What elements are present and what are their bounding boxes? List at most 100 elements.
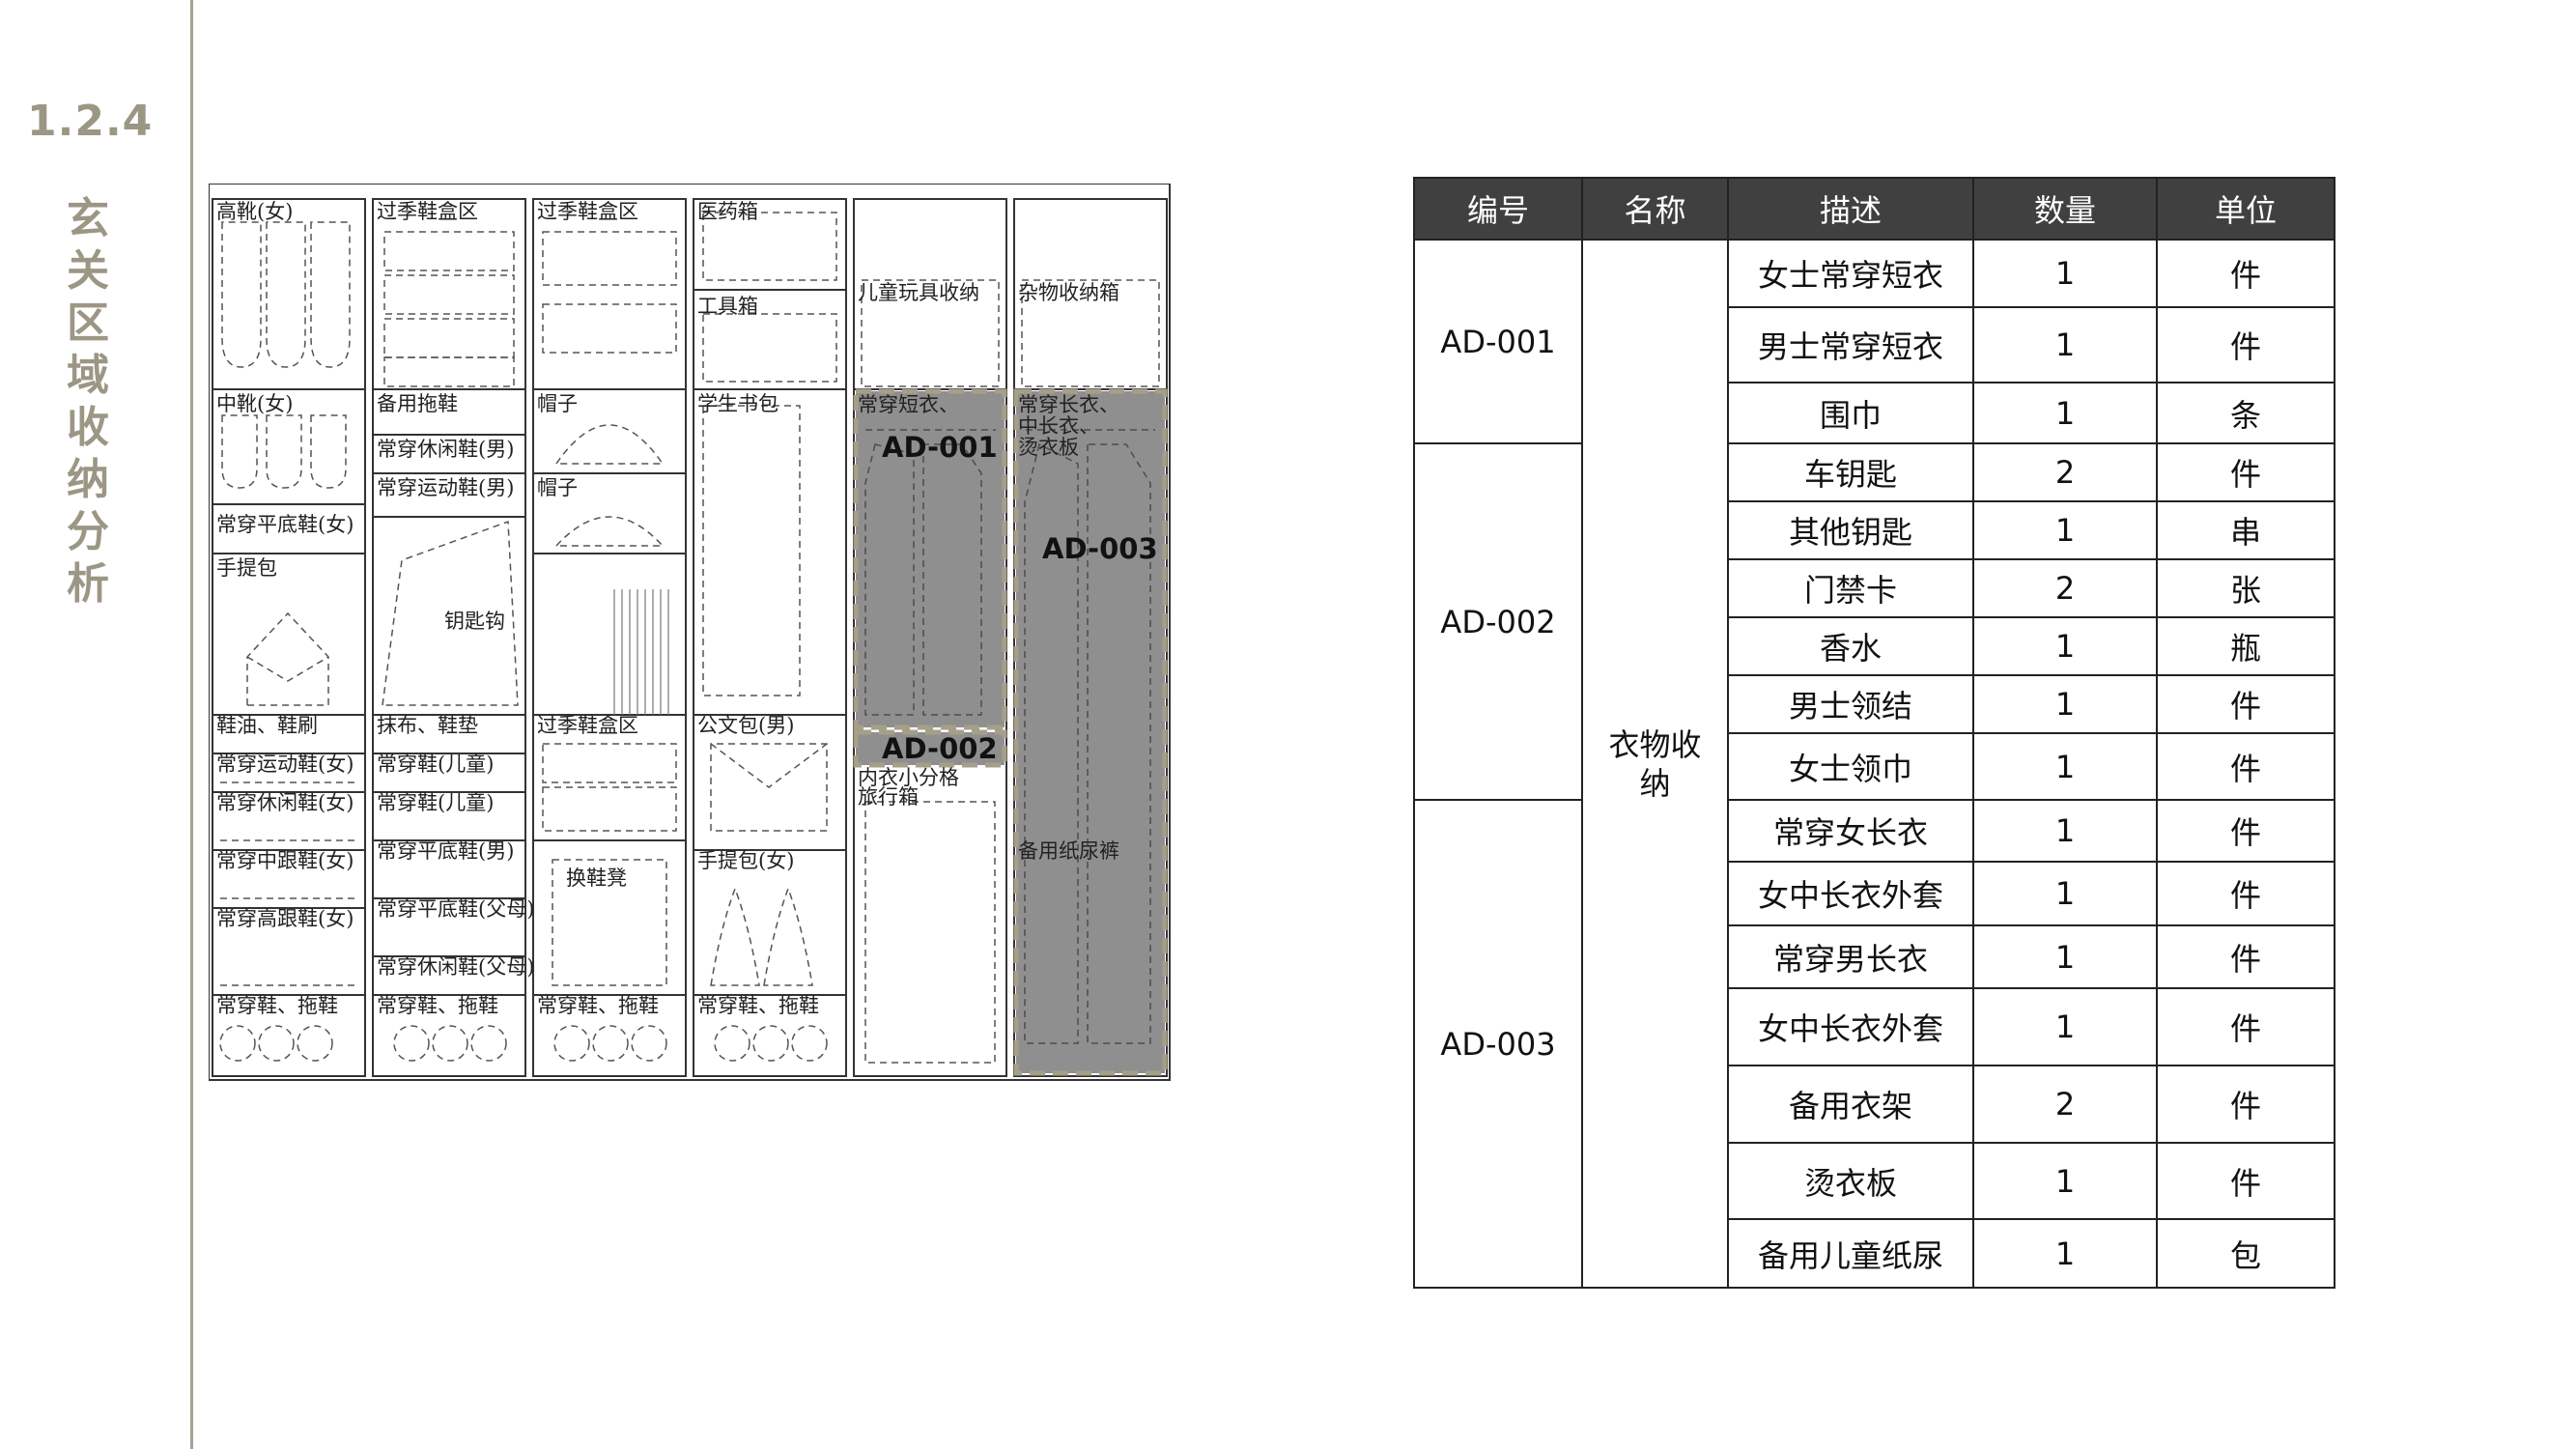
title-char: 分: [67, 507, 109, 556]
desc-cell: 男士常穿短衣: [1727, 306, 1974, 384]
unit-cell: 件: [2156, 1065, 2335, 1144]
qty-cell: 1: [1972, 732, 2158, 801]
desc-cell: 备用儿童纸尿: [1727, 1218, 1974, 1289]
drawing-label: 常穿休闲鞋(女): [216, 791, 354, 814]
table-row: AD-001 衣物收纳 女士常穿短衣 1 件: [1413, 239, 2335, 1289]
desc-cell: 其他钥匙: [1727, 500, 1974, 560]
drawing-label: 鞋油、鞋刷: [216, 714, 318, 737]
drawing-label: 手提包(女): [697, 849, 794, 872]
cabinet-elevation-drawing: 高靴(女) 中靴(女) 常穿平底鞋(女) 手提包 鞋油、鞋刷 常穿运动鞋(女) …: [209, 184, 1175, 1087]
drawing-label: 帽子: [537, 392, 578, 415]
drawing-label: 过季鞋盒区: [377, 200, 478, 223]
table-row: 其他钥匙 1 串: [1414, 500, 2335, 560]
group-code: AD-003: [1413, 799, 1583, 1289]
desc-cell: 常穿男长衣: [1727, 924, 1974, 989]
drawing-label: 烫衣板: [1018, 436, 1079, 459]
drawing-label: 换鞋凳: [566, 867, 627, 890]
unit-cell: 件: [2156, 1142, 2335, 1220]
drawing-label: 抹布、鞋垫: [377, 714, 478, 737]
drawing-label: 手提包: [216, 556, 277, 580]
drawing-label: 工具箱: [697, 295, 758, 318]
drawing-label: 学生书包: [697, 392, 778, 415]
drawing-label: 常穿运动鞋(女): [216, 753, 354, 776]
table-row: AD-002 车钥匙 2 件: [1413, 442, 2335, 801]
unit-cell: 瓶: [2156, 616, 2335, 676]
desc-cell: 女士常穿短衣: [1727, 239, 1974, 308]
storage-spec-table: 编号 名称 描述 数量 单位 AD-001 衣物收纳 女士常穿短衣 1 件 男士…: [1413, 177, 2335, 1289]
drawing-label: 常穿鞋、拖鞋: [216, 994, 338, 1017]
drawing-label: 儿童玩具收纳: [858, 281, 979, 304]
qty-cell: 1: [1972, 987, 2158, 1066]
qty-cell: 1: [1972, 382, 2158, 444]
qty-cell: 1: [1972, 1218, 2158, 1289]
drawing-label: 常穿平底鞋(父母): [377, 897, 534, 921]
header-desc: 描述: [1727, 177, 1974, 241]
title-char: 析: [67, 559, 109, 609]
zone-label-ad-001: AD-001: [882, 431, 998, 464]
header-code: 编号: [1413, 177, 1583, 241]
drawing-label: 常穿休闲鞋(男): [377, 438, 514, 461]
drawing-label: 高靴(女): [216, 200, 293, 223]
desc-cell: 门禁卡: [1727, 558, 1974, 618]
drawing-label: 常穿高跟鞋(女): [216, 907, 354, 930]
table-row: 女中长衣外套 1 件: [1414, 987, 2335, 1066]
table-row: 女士领巾 1 件: [1414, 732, 2335, 801]
drawing-label: 过季鞋盒区: [537, 714, 638, 737]
group-code: AD-001: [1413, 239, 1583, 444]
qty-cell: 1: [1972, 239, 2158, 308]
zone-ad-002: [853, 729, 1007, 768]
table-row: 烫衣板 1 件: [1414, 1142, 2335, 1220]
drawing-label: 旅行箱: [858, 785, 919, 809]
zone-label-ad-003: AD-003: [1042, 532, 1158, 565]
title-char: 域: [67, 351, 109, 400]
title-char: 关: [67, 246, 109, 296]
drawing-label: 常穿鞋、拖鞋: [377, 994, 498, 1017]
qty-cell: 1: [1972, 924, 2158, 989]
drawing-label: 公文包(男): [697, 714, 794, 737]
desc-cell: 女士领巾: [1727, 732, 1974, 801]
drawing-label: 常穿鞋(儿童): [377, 753, 494, 776]
desc-cell: 香水: [1727, 616, 1974, 676]
title-char: 纳: [67, 455, 109, 504]
unit-cell: 张: [2156, 558, 2335, 618]
header-unit: 单位: [2156, 177, 2335, 241]
table-row: 香水 1 瓶: [1414, 616, 2335, 676]
desc-cell: 车钥匙: [1727, 442, 1974, 502]
qty-cell: 2: [1972, 558, 2158, 618]
title-char: 玄: [67, 194, 109, 243]
divider-line: [190, 0, 193, 1449]
qty-cell: 1: [1972, 616, 2158, 676]
unit-cell: 件: [2156, 987, 2335, 1066]
header-name: 名称: [1581, 177, 1729, 241]
table-header-row: 编号 名称 描述 数量 单位: [1413, 177, 2335, 241]
unit-cell: 包: [2156, 1218, 2335, 1289]
section-number: 1.2.4: [27, 97, 154, 146]
unit-cell: 件: [2156, 239, 2335, 308]
group-code: AD-002: [1413, 442, 1583, 801]
title-char: 收: [67, 403, 109, 452]
drawing-label: 常穿鞋、拖鞋: [537, 994, 659, 1017]
drawing-label: 中长衣、: [1018, 414, 1099, 438]
drawing-label: 常穿鞋(儿童): [377, 791, 494, 814]
table-row: 备用儿童纸尿 1 包: [1414, 1218, 2335, 1289]
zone-ad-003: [1013, 388, 1168, 1076]
drawing-label: 医药箱: [697, 200, 758, 223]
qty-cell: 2: [1972, 1065, 2158, 1144]
category-cell: 衣物收纳: [1581, 239, 1729, 1289]
drawing-label: 过季鞋盒区: [537, 200, 638, 223]
qty-cell: 1: [1972, 500, 2158, 560]
table-row: 门禁卡 2 张: [1414, 558, 2335, 618]
qty-cell: 1: [1972, 674, 2158, 734]
table-row: 围巾 1 条: [1414, 382, 2335, 444]
unit-cell: 件: [2156, 674, 2335, 734]
unit-cell: 串: [2156, 500, 2335, 560]
desc-cell: 女中长衣外套: [1727, 861, 1974, 926]
desc-cell: 男士领结: [1727, 674, 1974, 734]
qty-cell: 1: [1972, 306, 2158, 384]
table-row: 女中长衣外套 1 件: [1414, 861, 2335, 926]
unit-cell: 条: [2156, 382, 2335, 444]
drawing-label: 钥匙钩: [444, 610, 505, 633]
drawing-label: 常穿运动鞋(男): [377, 476, 514, 499]
drawing-label: 常穿鞋、拖鞋: [697, 994, 819, 1017]
qty-cell: 1: [1972, 861, 2158, 926]
